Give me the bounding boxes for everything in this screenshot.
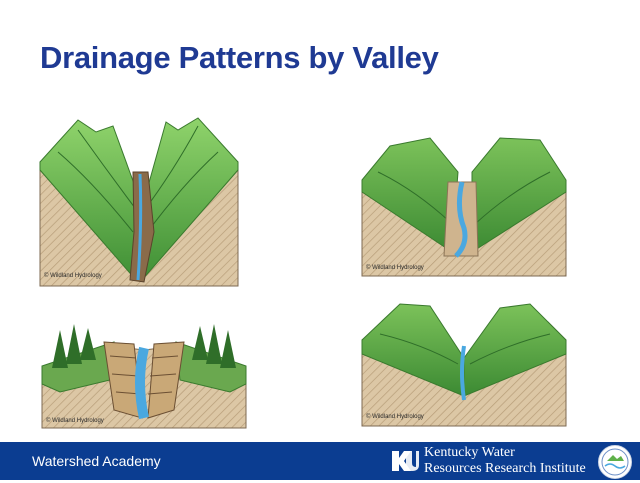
diagram-terraced-valley: © Wildland Hydrology	[40, 322, 248, 430]
diagram-u-valley: © Wildland Hydrology	[360, 132, 568, 278]
slide-title: Drainage Patterns by Valley	[40, 40, 439, 75]
division-of-water-seal-icon	[598, 445, 632, 479]
footer-program-label: Watershed Academy	[32, 453, 161, 469]
uk-logo-icon	[392, 451, 419, 471]
copyright-label: © Wildland Hydrology	[366, 265, 424, 271]
diagram-v-valley: © Wildland Hydrology	[38, 112, 240, 288]
copyright-label: © Wildland Hydrology	[46, 418, 104, 424]
diagram-broad-valley: © Wildland Hydrology	[360, 300, 568, 428]
copyright-label: © Wildland Hydrology	[366, 414, 424, 420]
copyright-label: © Wildland Hydrology	[44, 273, 102, 279]
institute-name-line2: Resources Research Institute	[424, 461, 586, 476]
institute-name-line1: Kentucky Water	[424, 445, 515, 460]
footer-bar: Watershed Academy Kentucky Water Resourc…	[0, 442, 640, 480]
